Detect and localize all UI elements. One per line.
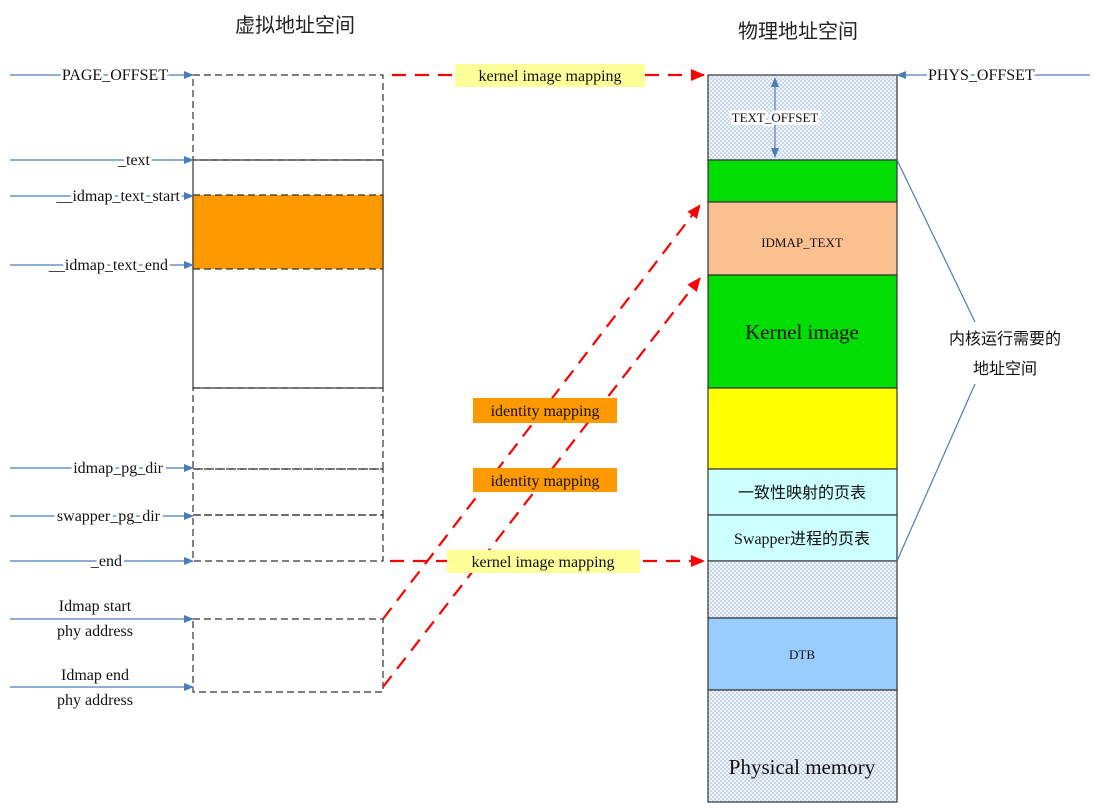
- identity-mapping-badge-2: [473, 468, 617, 492]
- virtual-space-title: 虚拟地址空间: [235, 14, 355, 37]
- virtual-labels: PAGE_OFFSET _text __idmap_text_start __i…: [10, 64, 194, 712]
- idmap-text-start-label: __idmap_text_start: [55, 188, 180, 205]
- annotation-line2: 地址空间: [973, 360, 1037, 378]
- phys-block-kernel-image: [707, 274, 898, 389]
- virtual-block-page-offset: [192, 74, 384, 161]
- virtual-block-idmap-pg-dir: [192, 468, 384, 516]
- text-offset-label: TEXT_OFFSET: [732, 110, 819, 125]
- physical-memory-label: Physical memory: [729, 755, 876, 779]
- dtb-block-label: DTB: [789, 647, 815, 662]
- idmap-start-label-line2: phy address: [57, 623, 133, 640]
- text-label: _text: [117, 152, 151, 169]
- phys-block-idmap-page-table: [707, 468, 898, 516]
- phys-block-free-memory: [707, 689, 898, 803]
- bracket-line-bottom: [896, 383, 976, 562]
- virtual-block-idmap-text: [193, 195, 383, 269]
- identity-mapping-label-1: identity mapping: [491, 403, 600, 420]
- swapper-pg-dir-label: swapper_pg_dir: [57, 508, 161, 525]
- phys-block-text-offset: [707, 74, 898, 161]
- virtual-address-column: [192, 74, 384, 693]
- kernel-image-mapping-badge-top: [455, 64, 645, 87]
- virtual-block-kernel-text: [192, 159, 384, 389]
- idmap-page-table-label: 一致性映射的页表: [738, 484, 866, 502]
- phys-block-kernel-head: [707, 159, 898, 203]
- mapping-arrows: kernel image mapping kernel image mappin…: [382, 64, 705, 688]
- idmap-start-label-line1: Idmap start: [59, 598, 132, 615]
- kernel-image-mapping-label-bottom: kernel image mapping: [471, 554, 614, 571]
- phys-block-dtb: [707, 617, 898, 691]
- physical-address-column: IDMAP_TEXT Kernel image 一致性映射的页表 Swapper…: [707, 74, 898, 803]
- bracket-line-top: [896, 159, 976, 323]
- phys-block-swapper-page-table: [707, 514, 898, 562]
- end-label: _end: [90, 553, 122, 570]
- phys-offset-label: PHYS_OFFSET: [928, 67, 1035, 84]
- idmap-pg-dir-label: idmap_pg_dir: [73, 460, 163, 477]
- kernel-image-mapping-badge-bottom: [447, 550, 640, 573]
- swapper-page-table-label: Swapper进程的页表: [734, 530, 870, 548]
- virtual-block-swapper-pg-dir: [192, 514, 384, 562]
- virtual-block-idmap-phys: [192, 618, 384, 693]
- annotation-line1: 内核运行需要的: [949, 330, 1061, 348]
- idmap-text-block-label: IDMAP_TEXT: [761, 235, 843, 250]
- kernel-image-mapping-label-top: kernel image mapping: [478, 68, 621, 85]
- phys-block-data: [707, 387, 898, 470]
- idmap-end-label-line1: Idmap end: [61, 667, 129, 684]
- idmap-end-label-line2: phy address: [57, 692, 133, 709]
- phys-block-idmap-text: [707, 201, 898, 276]
- identity-mapping-badge-1: [473, 398, 617, 423]
- idmap-text-end-label: __idmap_text_end: [48, 257, 168, 274]
- identity-mapping-label-2: identity mapping: [491, 473, 600, 490]
- page-offset-label: PAGE_OFFSET: [62, 67, 168, 84]
- virtual-block-data: [192, 387, 384, 470]
- physical-space-title: 物理地址空间: [738, 20, 858, 43]
- phys-block-gap: [707, 560, 898, 619]
- kernel-image-block-label: Kernel image: [745, 320, 859, 344]
